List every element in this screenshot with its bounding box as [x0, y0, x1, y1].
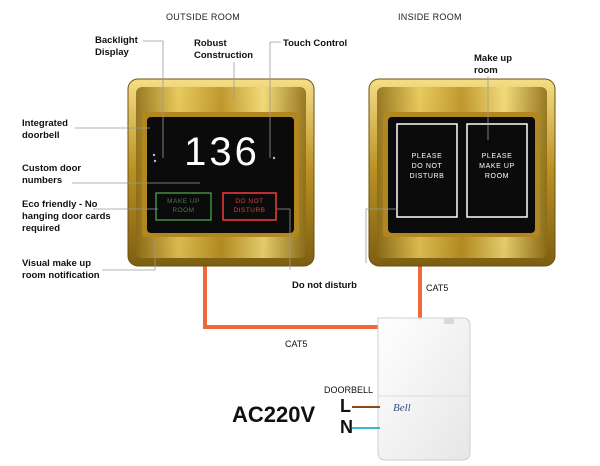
- inside-room-panel: [368, 78, 556, 267]
- makeup-room-button[interactable]: [155, 192, 212, 221]
- dnd-button-label: DO NOT DISTURB: [223, 197, 276, 215]
- cat5-label-bottom: CAT5: [285, 339, 308, 349]
- please-make-up-room-button[interactable]: [466, 123, 528, 218]
- please-makeup-label: PLEASE MAKE UP ROOM: [467, 152, 527, 182]
- inside-touch-screen: [388, 117, 535, 233]
- cat5-label-right: CAT5: [426, 283, 449, 293]
- doorbell-unit: [377, 317, 471, 461]
- callout-backlight-display: Backlight Display: [95, 35, 138, 58]
- do-not-disturb-button[interactable]: [222, 192, 277, 221]
- leader-lines: [72, 40, 489, 271]
- inside-room-header: INSIDE ROOM: [398, 12, 462, 22]
- please-dnd-line1: PLEASE: [411, 153, 443, 160]
- outside-room-panel: [127, 78, 315, 267]
- room-number: 136: [184, 130, 260, 174]
- callout-custom-door-numbers: Custom door numbers: [22, 163, 82, 186]
- bell-brand-logo: Bell: [393, 402, 411, 414]
- callout-do-not-disturb: Do not disturb: [292, 280, 357, 291]
- live-wire-label: L: [340, 396, 351, 416]
- callout-integrated-doorbell: Integrated doorbell: [22, 118, 68, 141]
- mains-wires: [352, 406, 380, 429]
- please-makeup-line1: PLEASE: [481, 153, 513, 160]
- voltage-label: AC220V: [232, 402, 316, 427]
- please-dnd-label: PLEASE DO NOT DISTURB: [397, 152, 457, 182]
- doorbell-label: DOORBELL: [324, 385, 374, 395]
- please-do-not-disturb-button[interactable]: [396, 123, 458, 218]
- callout-robust-construction: Robust Construction: [194, 38, 254, 61]
- callout-make-up-room: Make up room: [474, 53, 513, 76]
- callout-visual-makeup-room: Visual make up room notification: [22, 258, 100, 281]
- dnd-label-line2: DISTURB: [233, 207, 266, 214]
- neutral-wire-label: N: [340, 417, 353, 437]
- please-makeup-line2: MAKE UP: [479, 163, 515, 170]
- outside-touch-screen: [147, 117, 294, 233]
- makeup-label-line1: MAKE UP: [167, 198, 200, 205]
- cat5-cable: [203, 262, 422, 329]
- please-dnd-line2: DO NOT: [411, 163, 443, 170]
- makeup-room-button-label: MAKE UP ROOM: [156, 197, 211, 215]
- callout-eco-friendly: Eco friendly - No hanging door cards req…: [22, 199, 111, 234]
- outside-room-header: OUTSIDE ROOM: [166, 12, 241, 22]
- callout-touch-control: Touch Control: [283, 38, 348, 49]
- makeup-label-line2: ROOM: [172, 207, 195, 214]
- please-dnd-line3: DISTURB: [409, 173, 445, 180]
- please-makeup-line3: ROOM: [484, 173, 510, 180]
- dnd-label-line1: DO NOT: [235, 198, 264, 205]
